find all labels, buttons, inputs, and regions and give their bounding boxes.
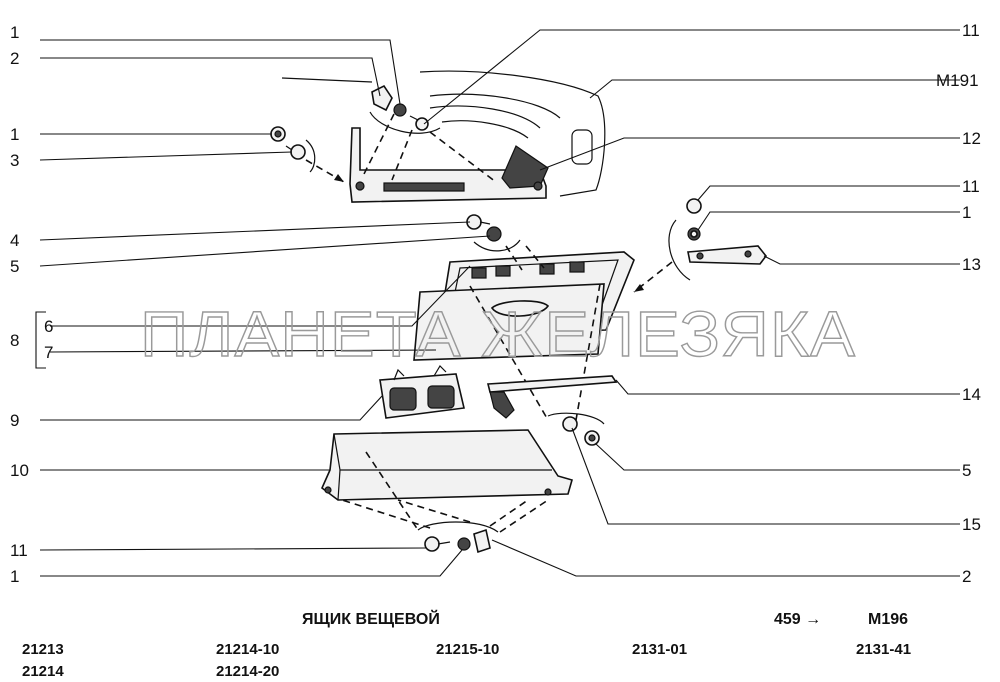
- assembly-lines-top: [305, 111, 497, 183]
- callout-r2: M191: [936, 71, 979, 90]
- fasteners-middle: [466, 214, 521, 252]
- hinge-part-13: [687, 245, 768, 265]
- callout-l12: 11: [10, 541, 28, 560]
- glovebox-body: [321, 429, 573, 531]
- fasteners-bottom: [341, 499, 549, 554]
- diagram-title: ЯЩИК ВЕЩЕВОЙ: [302, 609, 440, 628]
- callout-l5: 4: [10, 231, 19, 250]
- model-21215-10: 21215-10: [436, 641, 499, 658]
- callout-r10: 2: [962, 567, 971, 586]
- dashboard-panel-outline: [281, 70, 606, 197]
- fasteners-right: [633, 198, 702, 293]
- callout-r8: 5: [962, 461, 971, 480]
- callout-r9: 15: [962, 515, 981, 534]
- model-21214-20: 21214-20: [216, 663, 279, 680]
- callout-l7: 6: [44, 317, 53, 336]
- callout-r3: 12: [962, 129, 981, 148]
- callout-l4: 3: [10, 151, 19, 170]
- page-reference: 459 →: [774, 611, 821, 628]
- fasteners-top: [270, 103, 429, 160]
- callout-l1: 1: [10, 23, 19, 42]
- watermark-text: ПЛАНЕТА ЖЕЛЕЗЯКА: [140, 298, 856, 370]
- glovebox-lid: [413, 283, 605, 421]
- model-2131-41: 2131-41: [856, 641, 911, 658]
- callout-l3: 1: [10, 125, 19, 144]
- callout-r5: 1: [962, 203, 971, 222]
- callout-l11: 10: [10, 461, 29, 480]
- callouts-right: 11 M191 12 11 1 13 14 5 15 2: [936, 21, 981, 586]
- mounting-bracket: [349, 127, 549, 203]
- footer: ЯЩИК ВЕЩЕВОЙ 459 → M196 21213 21214 2121…: [22, 609, 911, 680]
- lock-part-9: [379, 365, 465, 419]
- callout-l8: 7: [44, 343, 53, 362]
- model-21214: 21214: [22, 663, 64, 680]
- callout-r1: 11: [962, 21, 980, 40]
- callout-r6: 13: [962, 255, 981, 274]
- rod-part-14: [486, 375, 618, 419]
- model-2131-01: 2131-01: [632, 641, 687, 658]
- clip-part-2-top: [371, 84, 393, 112]
- callout-r7: 14: [962, 385, 981, 404]
- callout-l13: 1: [10, 567, 19, 586]
- callout-l9: 8: [10, 331, 19, 350]
- model-21214-10: 21214-10: [216, 641, 279, 658]
- callouts-left: 1 2 1 3 4 5 6 7 8 9 10 11 1: [10, 23, 53, 586]
- diagram-code: M196: [868, 611, 908, 628]
- callout-l10: 9: [10, 411, 19, 430]
- model-21213: 21213: [22, 641, 64, 658]
- callout-l6: 5: [10, 257, 19, 276]
- callout-r4: 11: [962, 177, 980, 196]
- fasteners-lower: [547, 412, 605, 446]
- callout-l2: 2: [10, 49, 19, 68]
- leader-lines: [35, 29, 960, 577]
